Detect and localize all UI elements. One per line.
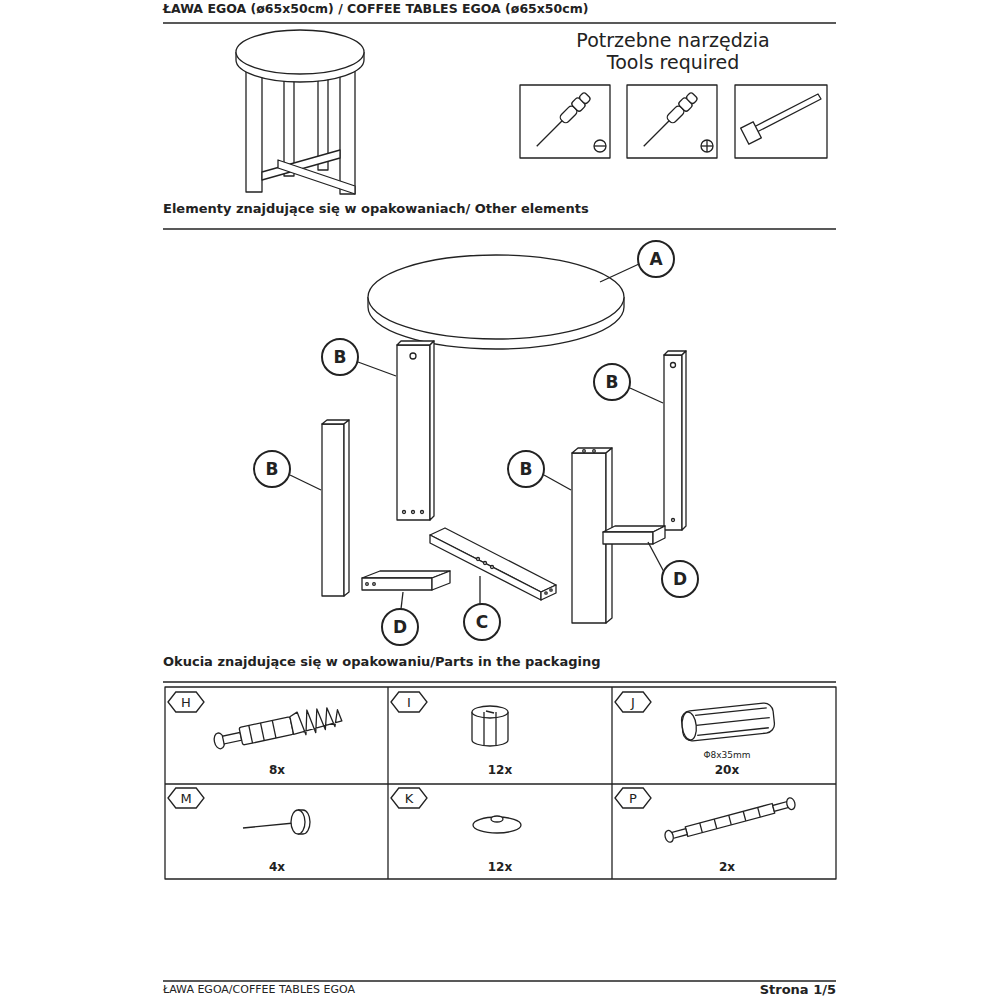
callout-letter: K [405,791,414,806]
callout-letter: A [649,249,662,269]
callout-letter: D [673,569,687,589]
page-number: Strona 1/5 [760,983,836,998]
callout-letter: B [606,372,619,392]
callout-circle: B [321,338,359,376]
parts-table [165,687,836,879]
table-preview [236,30,364,194]
cap [473,816,521,833]
section-heading: Okucia znajdujące się w opakowaniu/Parts… [163,655,601,670]
tools-heading: Tools required [607,52,739,74]
tools-heading: Potrzebne narzędzia [576,30,769,52]
callout-letter: J [631,695,635,710]
dowel [681,702,776,741]
glide-nail [243,810,310,834]
callout-letter: B [334,347,347,367]
callout-letter: C [476,612,488,632]
footer-text: ŁAWA EGOA/COFFEE TABLES EGOA [163,984,355,997]
callout-circle: D [661,560,699,598]
bottom-board [430,528,556,600]
callout-letter: B [266,459,279,479]
hexagon-shape [615,692,651,712]
callout-letter: B [520,459,533,479]
quantity: 8x [269,764,285,778]
leader-lines [290,264,664,609]
hexagon-shape [168,788,204,808]
quantity: 12x [488,861,512,875]
part-tag: P [614,787,652,809]
tabletop [368,255,624,349]
callout-letter: D [393,617,407,637]
section-heading: Elementy znajdujące się w opakowaniach/ … [163,202,589,217]
dimension: Φ8x35mm [703,750,750,760]
hexagon-shape [391,788,427,808]
callout-letter: I [407,695,411,710]
short-boards [362,526,665,590]
part-tag: M [167,787,205,809]
hexagon-shape [391,692,427,712]
quantity: 20x [715,764,739,778]
callout-circle: B [507,450,545,488]
callout-circle: C [463,603,501,641]
hexagon-shape [615,788,651,808]
part-tag: I [390,691,428,713]
quantity: 12x [488,764,512,778]
cam-bolt [212,703,343,753]
double-bolt [664,797,797,843]
hexagon-shape [168,692,204,712]
part-tag: J [614,691,652,713]
callout-letter: M [180,791,191,806]
callout-circle: D [381,608,419,646]
quantity: 2x [719,861,735,875]
page-title: ŁAWA EGOA (ø65x50cm) / COFFEE TABLES EGO… [163,2,588,16]
cam-lock [472,706,508,746]
quantity: 4x [269,861,285,875]
callout-circle: B [253,450,291,488]
callout-circle: A [637,240,675,278]
part-tag: K [390,787,428,809]
callout-circle: B [593,363,631,401]
part-tag: H [167,691,205,713]
leg-panels [322,341,686,623]
callout-letter: H [181,695,191,710]
tool-boxes [520,85,827,158]
callout-letter: P [629,791,637,806]
